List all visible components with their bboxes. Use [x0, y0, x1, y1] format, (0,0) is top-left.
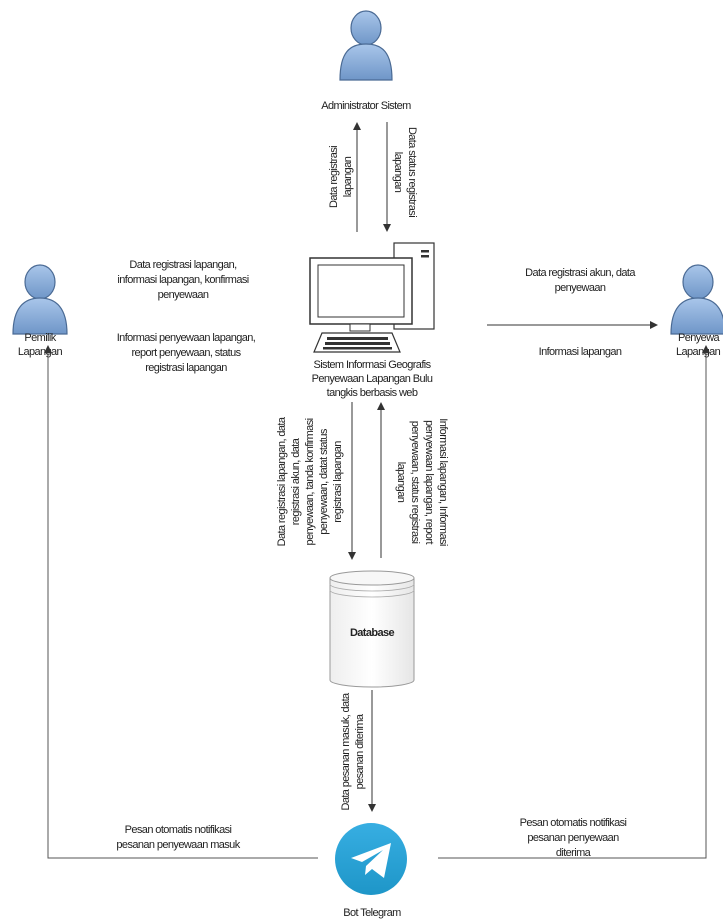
system-computer-icon [309, 242, 435, 353]
flow-bot-to-renter-line1: Pesan otomatis notifikasi [520, 817, 627, 829]
system-label-line1: Sistem Informasi Geografis [313, 359, 431, 371]
flow-system-to-db-line4: penyewaan, datat status [318, 428, 330, 535]
renter-label-line1: Penyewa [678, 332, 721, 344]
telegram-logo-icon [335, 823, 407, 895]
flow-db-to-system-line2: penyewaan lapangan, report [423, 420, 435, 544]
flow-admin-to-system-line2: lapangan [342, 156, 354, 197]
flow-system-to-db-line1: Data registrasi lapangan, data [276, 416, 288, 546]
bot-label: Bot Telegram [343, 907, 401, 919]
flow-system-to-owner-line3: registrasi lapangan [145, 362, 227, 374]
flow-db-to-bot-line1: Data pesanan masuk, data [340, 692, 352, 811]
flow-bot-to-renter-line2: pesanan penyewaan [527, 832, 619, 844]
database-label: Database [350, 627, 395, 639]
arrow-bot-to-owner [44, 345, 318, 859]
owner-label-line2: Lapangan [18, 346, 63, 358]
flow-db-to-bot-line2: pesanan diterima [354, 713, 366, 789]
flow-renter-to-system-line2: penyewaan [555, 282, 606, 294]
admin-label: Administrator Sistem [321, 100, 411, 112]
renter-actor-icon [670, 264, 723, 335]
flow-admin-to-system-line1: Data registrasi [328, 146, 340, 208]
flow-bot-to-renter-line3: diterima [556, 847, 592, 859]
flow-owner-to-system-line1: Data registrasi lapangan, [129, 259, 237, 271]
owner-label-line1: Pemilik [24, 332, 56, 344]
flow-owner-to-system-line2: informasi lapangan, konfirmasi [117, 274, 248, 286]
renter-label-line2: Lapangan [676, 346, 721, 358]
system-label-line2: Penyewaan Lapangan Bulu [312, 373, 433, 385]
flow-system-to-admin-line1: Data status registrasi [406, 127, 418, 217]
flow-db-to-system-line4: lapangan [395, 462, 407, 503]
arrow-bot-to-renter [438, 345, 710, 859]
flow-db-to-system-line1: Informasi lapangan, Informasi [437, 418, 449, 546]
flow-system-to-db-line2: registrasi akun, data [290, 437, 302, 525]
flow-renter-to-system-line1: Data registrasi akun, data [525, 267, 636, 279]
owner-actor-icon [12, 264, 68, 335]
flow-bot-to-owner-line2: pesanan penyewaan masuk [116, 839, 240, 851]
flow-system-to-db-line5: registrasi lapangan [332, 441, 344, 523]
flow-owner-to-system-line3: penyewaan [158, 289, 209, 301]
flow-system-to-admin-line2: lapangan [392, 152, 404, 193]
flow-system-to-owner-line2: report penyewaan, status [131, 347, 241, 359]
flow-db-to-system-line3: penyewaan, status registrasi [409, 421, 421, 544]
system-label-line3: tangkis berbasis web [327, 387, 418, 399]
admin-actor-icon [339, 10, 393, 81]
flow-system-to-db-line3: penyewaan, tanda konfirmasi [304, 418, 316, 545]
flow-bot-to-owner-line1: Pesan otomatis notifikasi [125, 824, 232, 836]
database-cylinder-icon [329, 570, 415, 688]
flow-system-to-owner-line1: Informasi penyewaan lapangan, [117, 332, 256, 344]
flow-system-to-renter-line1: Informasi lapangan [539, 346, 622, 358]
